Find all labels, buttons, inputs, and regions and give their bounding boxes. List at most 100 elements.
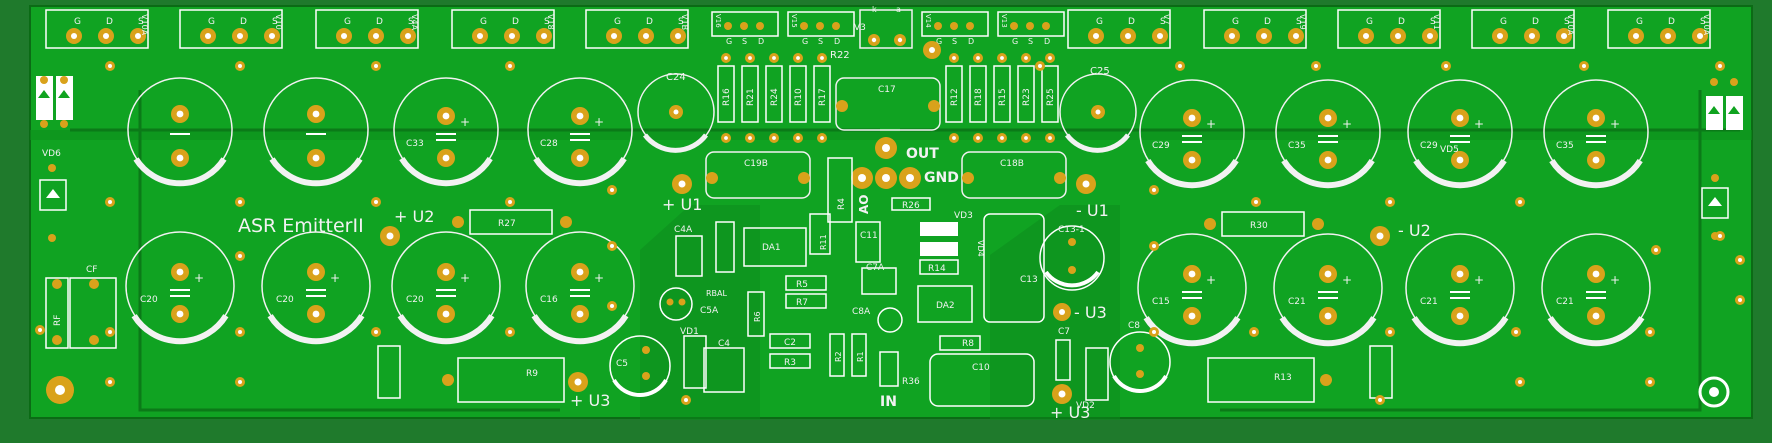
capacitor-label: C21 xyxy=(1420,297,1438,307)
r7-label: R7 xyxy=(796,298,808,308)
c7-label: C7 xyxy=(1058,327,1070,337)
center-top-diode: k a V3 R22 xyxy=(830,5,941,61)
da1-label: DA1 xyxy=(762,243,781,253)
c25-capacitor: C25 xyxy=(1059,66,1137,153)
r30-label: R30 xyxy=(1250,221,1268,231)
capacitor-label: C35 xyxy=(1556,141,1574,151)
pin-label: D xyxy=(646,17,653,27)
c19b-label: C19B xyxy=(744,159,768,169)
r3-label: R3 xyxy=(784,358,796,368)
pin-label: D xyxy=(1264,17,1271,27)
transistor-name: V10A xyxy=(1702,14,1711,36)
pin-label: D xyxy=(968,37,974,46)
c4-label: C4 xyxy=(718,339,730,349)
vd4-label: VD4 xyxy=(976,240,985,257)
pin-label: S xyxy=(678,17,684,27)
small-transistor-name: V14 xyxy=(924,14,932,28)
r1-label: R1 xyxy=(856,351,865,362)
pin-label: G xyxy=(74,17,81,27)
plus-mark: + xyxy=(594,271,604,285)
pin-label: D xyxy=(240,17,247,27)
cf-label: CF xyxy=(86,265,97,275)
plus-u1-label: + U1 xyxy=(662,195,702,214)
capacitor-label: C21 xyxy=(1288,297,1306,307)
resistor-r16: R16 xyxy=(717,53,735,143)
pin-label: D xyxy=(376,17,383,27)
r4-label: R4 xyxy=(837,198,847,210)
capacitor-c16: +C16 xyxy=(525,231,635,345)
pin-label: S xyxy=(1564,17,1570,27)
pin-label: D xyxy=(1668,17,1675,27)
pin-label: S xyxy=(1296,17,1302,27)
plus-u3-left-label: + U3 xyxy=(570,391,610,410)
c18b-label: C18B xyxy=(1000,159,1024,169)
c17-label: C17 xyxy=(878,85,896,95)
minus-u2-label: - U2 xyxy=(1398,221,1431,240)
pin-label: S xyxy=(408,17,414,27)
plus-mark: + xyxy=(460,115,470,129)
diode-k-label: k xyxy=(872,5,877,14)
diode-vd-label: V3 xyxy=(854,23,866,33)
pin-label: S xyxy=(952,37,957,46)
transistor-name: V19 xyxy=(1298,14,1307,30)
transistor-name: V4A xyxy=(410,14,419,31)
pin-label: S xyxy=(272,17,278,27)
capacitor-label: C35 xyxy=(1288,141,1306,151)
resistor-label: R18 xyxy=(974,88,984,106)
pin-label: D xyxy=(106,17,113,27)
board-title: ASR EmitterII xyxy=(238,215,364,237)
r6-label: R6 xyxy=(753,311,762,322)
left-diode-pair xyxy=(36,76,73,128)
pin-label: S xyxy=(544,17,550,27)
r11-label: R11 xyxy=(819,234,828,250)
vd1-label: VD1 xyxy=(680,327,699,337)
resistor-r15: R15 xyxy=(993,53,1011,143)
resistor-label: R25 xyxy=(1046,88,1056,106)
da2-label: DA2 xyxy=(936,301,955,311)
r22-label: R22 xyxy=(830,50,850,61)
transistor-name: V1B xyxy=(680,14,689,30)
plus-mark: + xyxy=(1610,273,1620,287)
resistor-label: R16 xyxy=(722,88,732,106)
transistor-name: V7 xyxy=(1162,14,1171,25)
pin-label: D xyxy=(1398,17,1405,27)
c13-1-label: C13-1 xyxy=(1058,225,1085,235)
c5a-capacitor: C5A xyxy=(659,287,719,321)
capacitor-c20: + C20 xyxy=(391,231,501,345)
pin-label: D xyxy=(1532,17,1539,27)
capacitor-label: C20 xyxy=(406,295,424,305)
c19b-capacitor: C19B xyxy=(705,151,811,199)
capacitor-c35: +C35 xyxy=(1543,79,1649,189)
pin-label: G xyxy=(802,37,808,46)
center-small-parts: DA1 RBAL C4A R11 R4 R5 R7 R6 VD1 C4 C2 R… xyxy=(377,145,1459,411)
pin-label: S xyxy=(1160,17,1166,27)
pin-label: G xyxy=(1366,17,1373,27)
plus-mark: + xyxy=(1474,117,1484,131)
c4a-label: C4A xyxy=(674,225,693,235)
resistor-label: R12 xyxy=(950,88,960,106)
c11-label: C11 xyxy=(860,231,878,241)
pin-label: S xyxy=(1700,17,1706,27)
r27-label: R27 xyxy=(498,219,516,229)
pin-label: D xyxy=(512,17,519,27)
plus-mark: + xyxy=(460,271,470,285)
r26-label: R26 xyxy=(902,201,920,211)
capacitor-c33: +C33 xyxy=(393,77,499,187)
r27-resistor: R27 xyxy=(452,209,572,235)
capacitor-row-top: +C33+C28+C29+C35+C29+C35 xyxy=(127,77,1649,189)
capacitor-label: C28 xyxy=(540,139,558,149)
pin-label: S xyxy=(138,17,144,27)
resistor-r21: R21 xyxy=(741,53,759,143)
resistor-r12: R12 xyxy=(945,53,963,143)
